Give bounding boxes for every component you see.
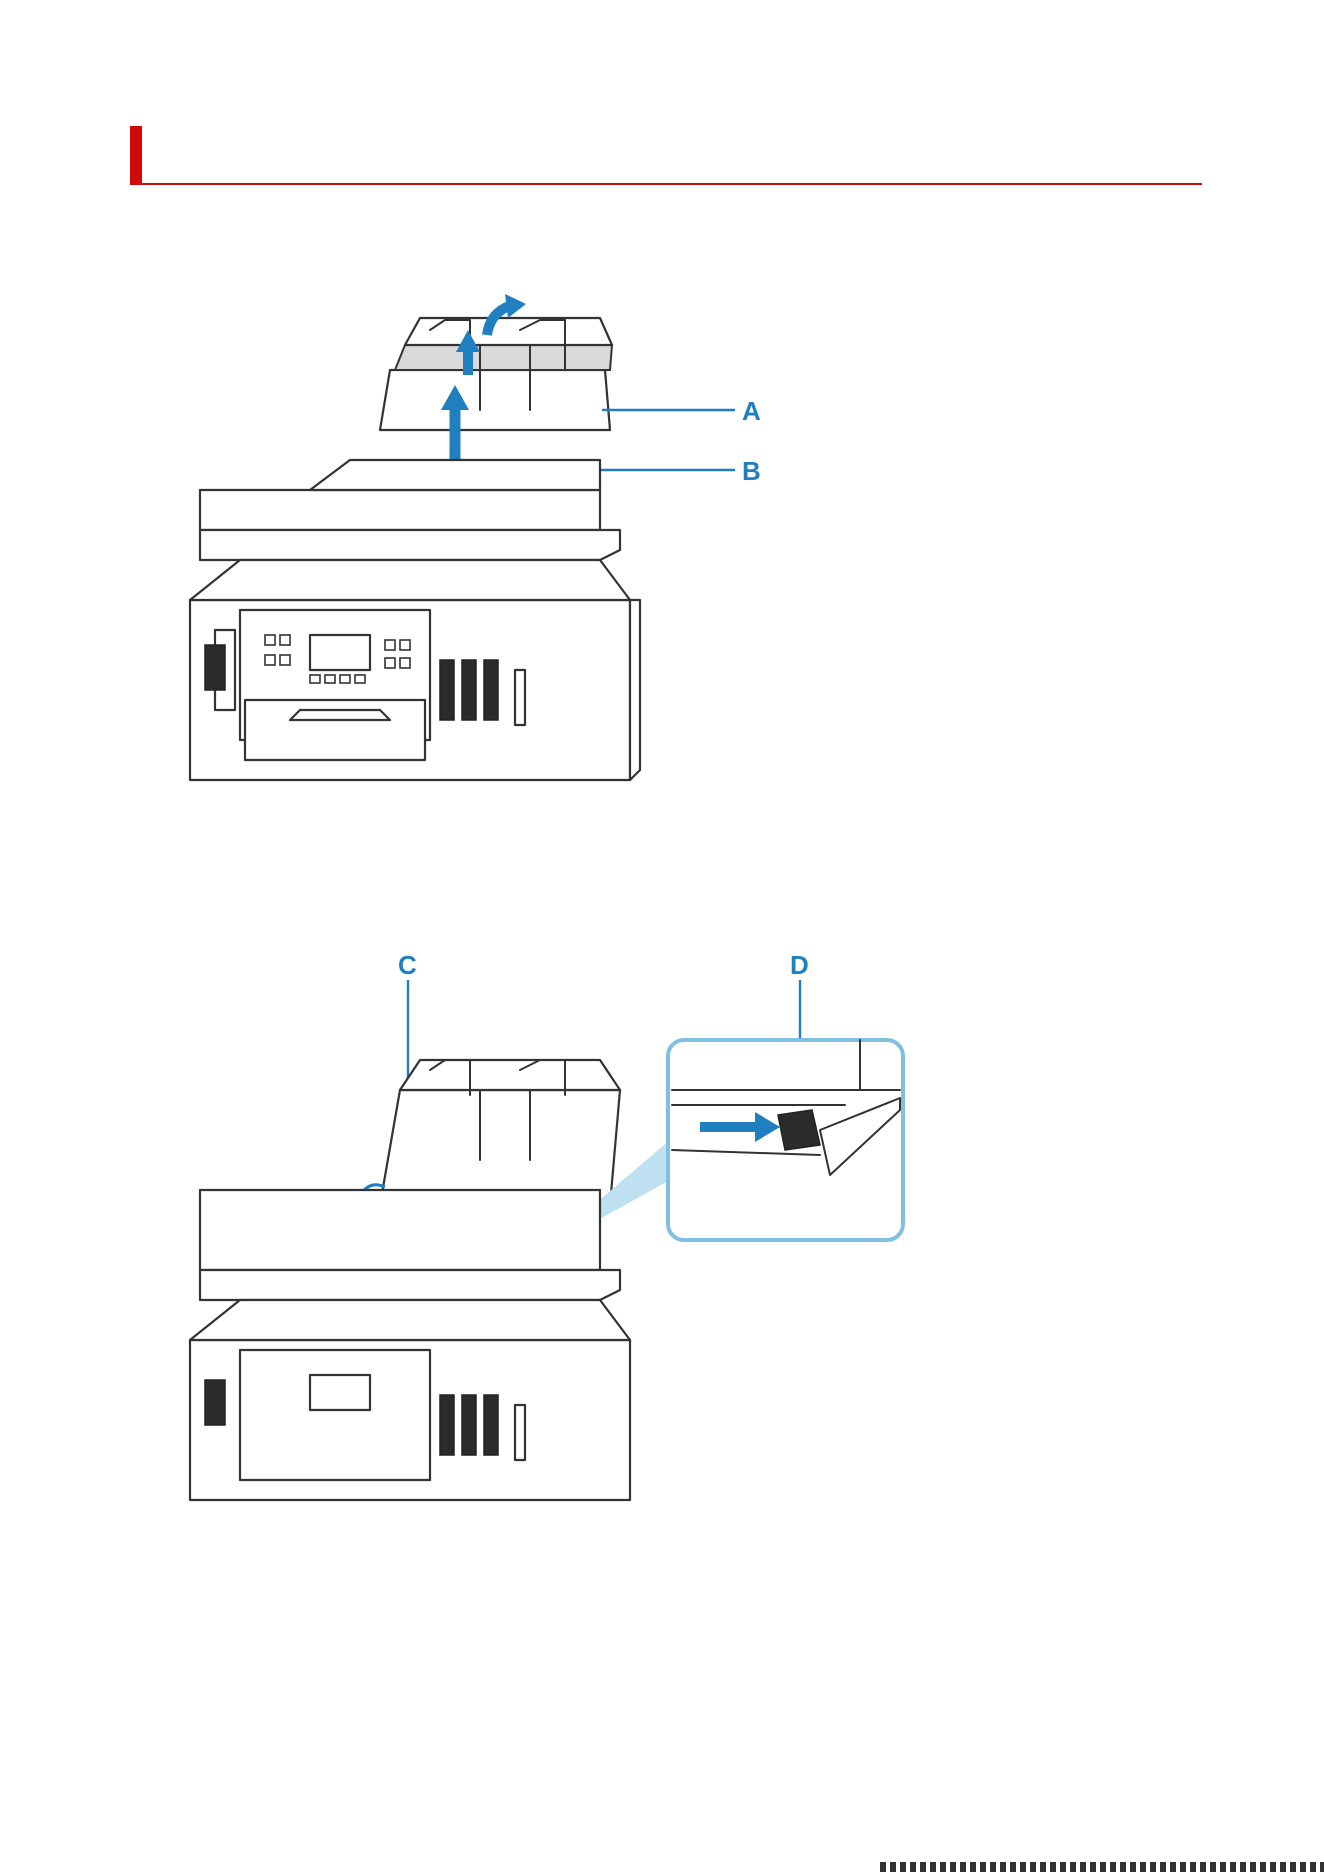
callout-a: A — [742, 396, 761, 426]
callout-b: B — [742, 456, 761, 486]
printer-body-2 — [190, 1190, 630, 1500]
printer-figure-1: A B — [0, 300, 820, 780]
callout-d: D — [790, 950, 809, 980]
printer-figure-2: C D — [0, 980, 920, 1500]
footer-strip — [880, 1862, 1324, 1872]
rear-tray-extension — [380, 318, 612, 430]
callout-c: C — [398, 950, 417, 980]
section-rule — [130, 183, 1202, 185]
zoom-inset — [668, 1040, 903, 1240]
section-marker — [130, 126, 142, 184]
printer-body — [190, 460, 640, 780]
